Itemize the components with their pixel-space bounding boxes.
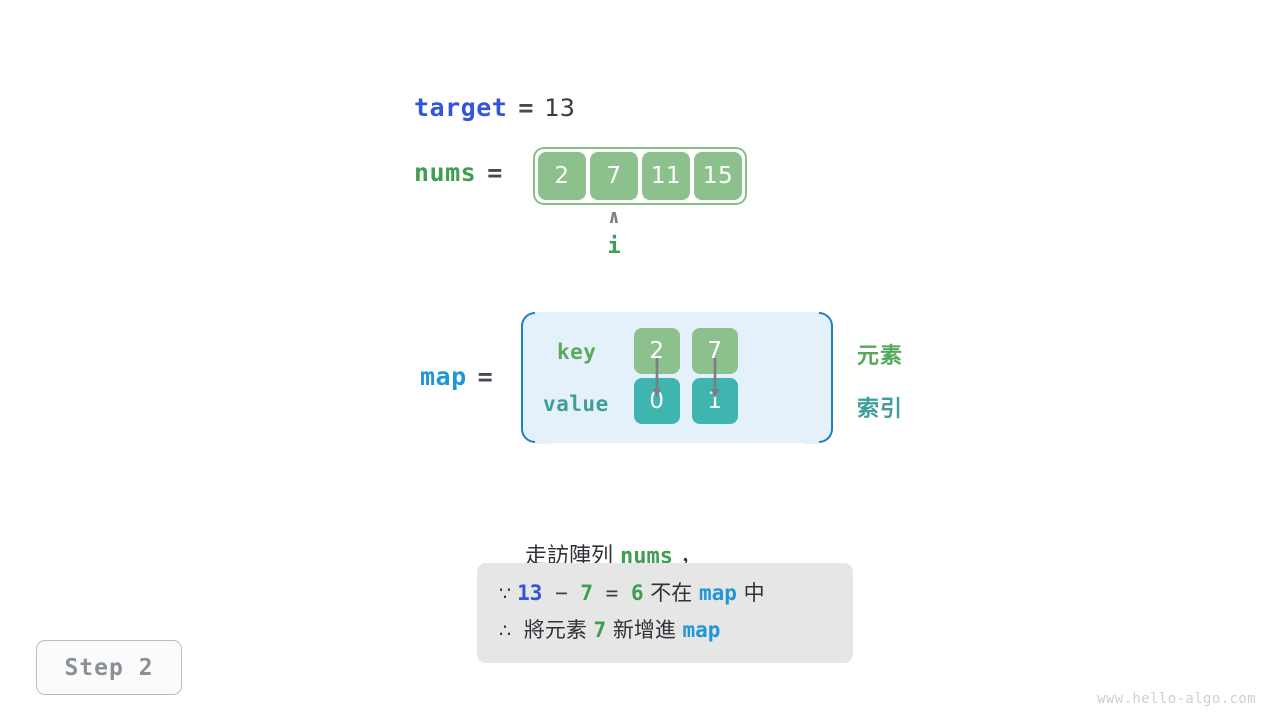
pointer-label: i — [607, 234, 621, 259]
explanation-row: ∵ 13 − 7 = 6 不在 map 中 — [499, 575, 831, 612]
map-side-label-index: 索引 — [857, 397, 904, 422]
step-badge: Step 2 — [36, 640, 182, 695]
array-cell: 15 — [694, 152, 742, 200]
explanation-token: 將元素 — [517, 618, 594, 642]
target-variable-row: target = 13 — [414, 93, 575, 122]
explanation-token: − — [542, 581, 581, 605]
nums-variable-row: nums = — [414, 158, 513, 187]
target-variable-name: target — [414, 93, 508, 122]
map-key-cell: 2 — [634, 328, 680, 374]
map-key-row-label: key — [557, 340, 597, 364]
map-key-cell: 7 — [692, 328, 738, 374]
explanation-token: 7 — [593, 618, 607, 642]
map-variable-name: map — [420, 362, 467, 391]
map-value-cell: 0 — [634, 378, 680, 424]
target-equals-sign: = — [518, 93, 534, 122]
logic-symbol: ∴ — [499, 620, 518, 642]
explanation-token: map — [682, 618, 721, 642]
explanation-token: = — [593, 581, 631, 605]
array-pointer: ∧ i — [599, 208, 629, 258]
map-side-label-element: 元素 — [857, 344, 904, 369]
array-cell: 11 — [642, 152, 690, 200]
map-bracket-left — [521, 311, 551, 444]
array-cell: 7 — [590, 152, 638, 200]
array-cell: 2 — [538, 152, 586, 200]
explanation-token: 13 — [517, 581, 543, 605]
watermark: www.hello-algo.com — [1097, 691, 1256, 707]
map-value-row-label: value — [543, 392, 609, 416]
explanation-row: ∴ 將元素 7 新增進 map — [499, 612, 831, 649]
map-equals-sign: = — [477, 362, 493, 391]
map-variable-row: map = — [420, 362, 504, 391]
explanation-token: 7 — [580, 581, 594, 605]
nums-variable-name: nums — [414, 158, 477, 187]
explanation-token: map — [698, 581, 737, 605]
nums-equals-sign: = — [487, 158, 503, 187]
caption-suffix: ， — [672, 544, 702, 569]
explanation-box: ∵ 13 − 7 = 6 不在 map 中∴ 將元素 7 新增進 map — [477, 563, 853, 663]
explanation-token: 中 — [736, 581, 765, 605]
map-value-cell: 1 — [692, 378, 738, 424]
explanation-token: 新增進 — [606, 618, 683, 642]
logic-symbol: ∵ — [499, 583, 518, 605]
map-bracket-right — [803, 311, 833, 444]
pointer-caret-icon: ∧ — [608, 206, 620, 228]
explanation-token: 6 — [630, 581, 644, 605]
explanation-token: 不在 — [643, 581, 699, 605]
target-value: 13 — [544, 93, 575, 122]
